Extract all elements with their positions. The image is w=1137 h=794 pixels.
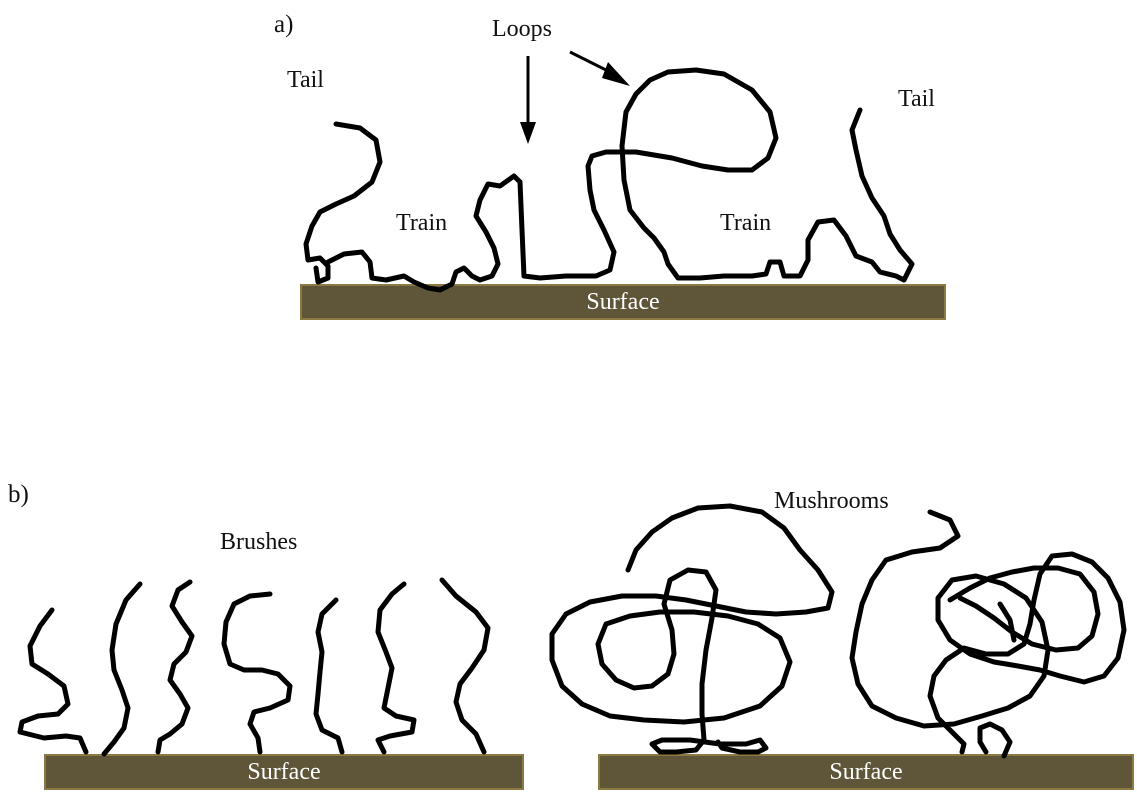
mushroom-chain-right	[852, 512, 1124, 756]
mushrooms-label: Mushrooms	[774, 489, 889, 513]
mushroom-chain-left	[552, 506, 832, 752]
train-left-label: Train	[396, 211, 447, 235]
brush-chain-4	[224, 594, 290, 752]
brush-chain-6	[378, 584, 414, 752]
mushroom-chain-right-inner	[950, 568, 1098, 650]
tail-left-label: Tail	[287, 68, 324, 92]
loops-label: Loops	[492, 17, 552, 41]
mushrooms-chains	[552, 506, 1124, 756]
panel-a-chains	[306, 52, 912, 290]
loops-arrow-down-head	[520, 122, 536, 144]
loops-arrow-diagonal-head	[602, 62, 630, 86]
panel-b-letter: b)	[8, 482, 29, 507]
brushes-chains	[20, 580, 488, 754]
tail-right-label: Tail	[898, 87, 935, 111]
loop-center-chain	[520, 70, 912, 280]
panel-a-letter: a)	[274, 12, 293, 37]
brush-chain-1	[20, 610, 86, 752]
brush-chain-7	[442, 580, 488, 752]
brush-chain-3	[158, 582, 192, 752]
brushes-label: Brushes	[220, 530, 297, 554]
brush-chain-5	[316, 600, 342, 752]
brush-chain-2	[104, 584, 140, 754]
train-right-label: Train	[720, 211, 771, 235]
